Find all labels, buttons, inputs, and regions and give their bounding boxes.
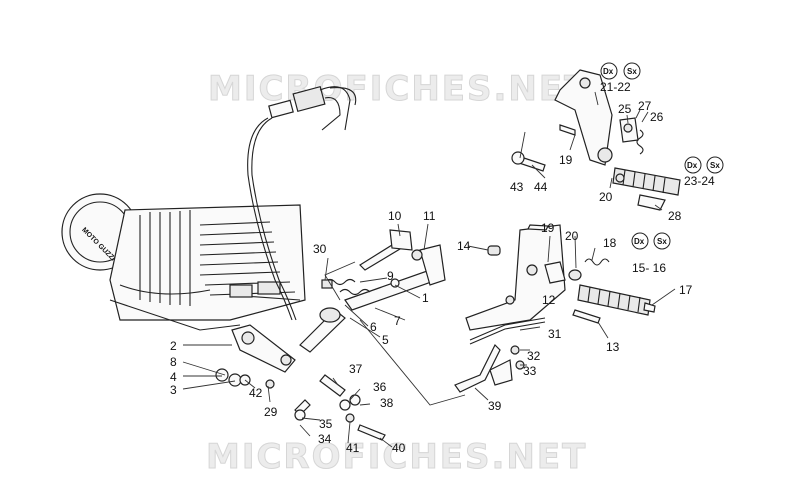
connector-socket bbox=[292, 85, 326, 113]
label-37: 37 bbox=[349, 362, 363, 376]
right-footrest-bracket bbox=[511, 69, 681, 211]
label-1: 1 bbox=[422, 291, 429, 305]
label-21-22: 21-22 bbox=[600, 80, 631, 94]
label-38: 38 bbox=[380, 396, 394, 410]
label-33: 33 bbox=[523, 364, 537, 378]
label-27: 27 bbox=[638, 99, 652, 113]
svg-text:Sx: Sx bbox=[657, 237, 667, 246]
watermark-top: MICROFICHES.NET bbox=[208, 69, 589, 109]
label-29: 29 bbox=[264, 405, 278, 419]
label-3: 3 bbox=[170, 383, 177, 397]
marker-sx-mid bbox=[706, 156, 724, 174]
marker-sx-low bbox=[653, 232, 671, 250]
left-footpeg bbox=[577, 284, 651, 316]
svg-text:Sx: Sx bbox=[710, 161, 720, 170]
label-26: 26 bbox=[650, 110, 664, 124]
label-30: 30 bbox=[313, 242, 327, 256]
label-39: 39 bbox=[488, 399, 502, 413]
svg-text:Dx: Dx bbox=[687, 161, 698, 170]
label-6: 6 bbox=[370, 320, 377, 334]
svg-text:Dx: Dx bbox=[634, 237, 645, 246]
svg-text:Dx: Dx bbox=[603, 67, 614, 76]
marker-dx-low bbox=[631, 232, 649, 250]
label-13: 13 bbox=[606, 340, 620, 354]
left-footrest-bracket bbox=[465, 224, 656, 331]
side-markers: Dx Sx Dx Sx Dx Sx bbox=[600, 62, 724, 250]
label-25: 25 bbox=[618, 102, 632, 116]
label-44: 44 bbox=[534, 180, 548, 194]
label-11: 11 bbox=[423, 209, 436, 223]
part-labels: 2 8 4 3 42 29 1 5 6 7 9 10 11 30 14 19 2… bbox=[170, 80, 715, 455]
label-34: 34 bbox=[318, 432, 332, 446]
label-20a: 20 bbox=[599, 190, 613, 204]
marker-dx-mid bbox=[684, 156, 702, 174]
label-4: 4 bbox=[170, 370, 177, 384]
label-19b: 19 bbox=[541, 221, 555, 235]
label-36: 36 bbox=[373, 380, 387, 394]
label-17: 17 bbox=[679, 283, 693, 297]
label-23-24: 23-24 bbox=[684, 174, 715, 188]
label-15-16: 15- 16 bbox=[632, 261, 666, 275]
label-41: 41 bbox=[346, 441, 360, 455]
label-7: 7 bbox=[394, 314, 401, 328]
marker-dx-top bbox=[600, 62, 618, 80]
label-10: 10 bbox=[388, 209, 402, 223]
gear-lever-assembly bbox=[215, 229, 446, 441]
connector-plug bbox=[268, 99, 294, 119]
label-40: 40 bbox=[392, 441, 406, 455]
sensor-cable bbox=[247, 85, 357, 321]
label-31: 31 bbox=[548, 327, 562, 341]
label-5: 5 bbox=[382, 333, 389, 347]
label-8: 8 bbox=[170, 355, 177, 369]
label-42: 42 bbox=[249, 386, 263, 400]
label-14: 14 bbox=[457, 239, 471, 253]
label-2: 2 bbox=[170, 339, 177, 353]
engine-block: MOTO GUZZI bbox=[61, 193, 306, 331]
label-9: 9 bbox=[387, 269, 394, 283]
label-19a: 19 bbox=[559, 153, 573, 167]
marker-sx-top bbox=[623, 62, 641, 80]
leader-lines bbox=[182, 91, 676, 448]
watermark-bottom: MICROFICHES.NET bbox=[206, 437, 587, 477]
label-35: 35 bbox=[319, 417, 333, 431]
label-20b: 20 bbox=[565, 229, 579, 243]
label-43: 43 bbox=[510, 180, 524, 194]
svg-text:Sx: Sx bbox=[627, 67, 637, 76]
label-28: 28 bbox=[668, 209, 682, 223]
label-32: 32 bbox=[527, 349, 541, 363]
label-12: 12 bbox=[542, 293, 556, 307]
label-18: 18 bbox=[603, 236, 617, 250]
